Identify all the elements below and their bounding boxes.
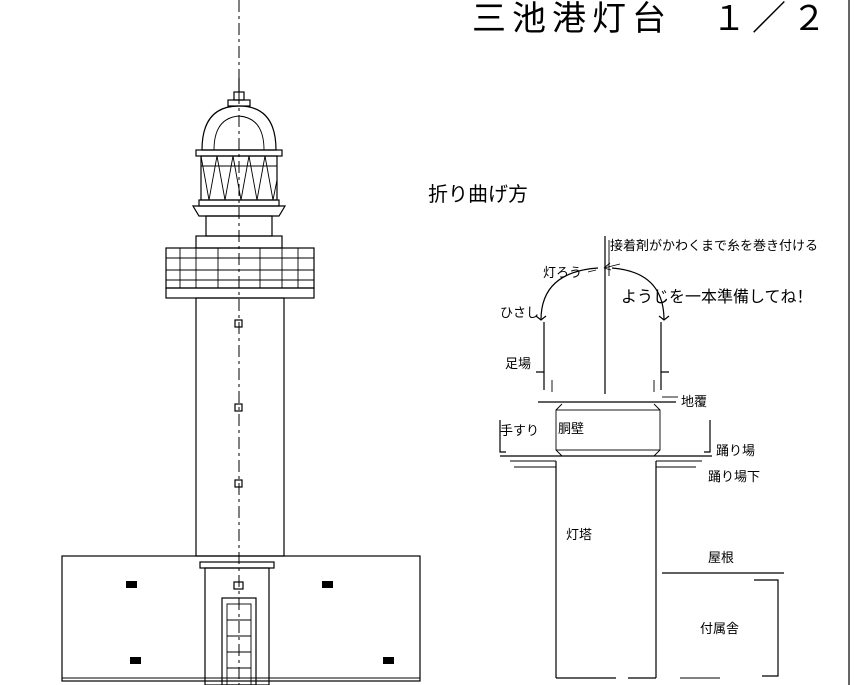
- body-wall-corner-ticks: [555, 403, 661, 411]
- annex-window-3: [130, 657, 141, 664]
- handrail-left-bracket: [499, 420, 506, 453]
- fold-heading: 折り曲げ方: [428, 182, 528, 206]
- folding-diagram: [499, 236, 784, 679]
- annex-window-4: [383, 657, 394, 664]
- roof-label: 屋根: [708, 551, 734, 566]
- page-title: 三池港灯台 １／２: [472, 0, 832, 39]
- handrail-label: 手すり: [500, 424, 539, 439]
- tower-window-1: [234, 319, 243, 328]
- eaves-label: ひさし: [500, 306, 539, 321]
- lantern-dome: [201, 105, 277, 151]
- lantern-leader: [587, 269, 597, 273]
- entrance-door-frame: [221, 597, 257, 685]
- landing-slab: [165, 287, 315, 299]
- dome-right: [611, 267, 665, 321]
- toothpick-note: ようじを一本準備してね！: [621, 287, 813, 306]
- dome-left: [540, 267, 599, 321]
- tower-label: 灯塔: [566, 528, 592, 543]
- tower-window-3: [234, 479, 243, 488]
- dome-rib-right: [238, 115, 265, 151]
- eaves-left-mark: [535, 315, 547, 321]
- lantern-gallery: [191, 205, 287, 217]
- scaffold-right-mark: [660, 371, 669, 390]
- entrance-porch: [204, 567, 270, 685]
- glue-leader: [603, 263, 621, 269]
- scaffold-left-mark: [536, 371, 545, 390]
- body-wall-outline: [555, 409, 661, 451]
- body-wall-label: 胴壁: [558, 422, 584, 437]
- landing-label: 踊り場: [716, 444, 755, 459]
- annex-label: 付属舎: [700, 622, 739, 637]
- porch-vent: [233, 581, 244, 590]
- dome-rib-left: [213, 115, 240, 151]
- base-cover-label: 地覆: [681, 395, 707, 410]
- tower-shaft: [195, 297, 285, 557]
- under-landing-label: 踊り場下: [708, 470, 760, 485]
- handrail-right-bracket: [704, 420, 711, 453]
- eaves-right-mark: [658, 315, 670, 321]
- scaffold-label: 足場: [505, 357, 531, 372]
- lighthouse-elevation: [61, 0, 421, 685]
- lantern-label: 灯ろう: [543, 266, 582, 281]
- entrance-door: [226, 603, 252, 685]
- annex-window-1: [126, 581, 137, 588]
- body-wall-corner-ticks-lower: [555, 449, 661, 457]
- porch-canopy: [199, 561, 275, 569]
- annex-window-2: [322, 581, 333, 588]
- glue-leader-arrow: [603, 262, 612, 271]
- glue-note: 接着剤がかわくまで糸を巻き付ける: [610, 238, 818, 254]
- annex-bracket: [754, 579, 779, 677]
- balcony-handrail: [165, 247, 315, 289]
- tower-window-2: [234, 403, 243, 412]
- annex-building: [61, 555, 421, 682]
